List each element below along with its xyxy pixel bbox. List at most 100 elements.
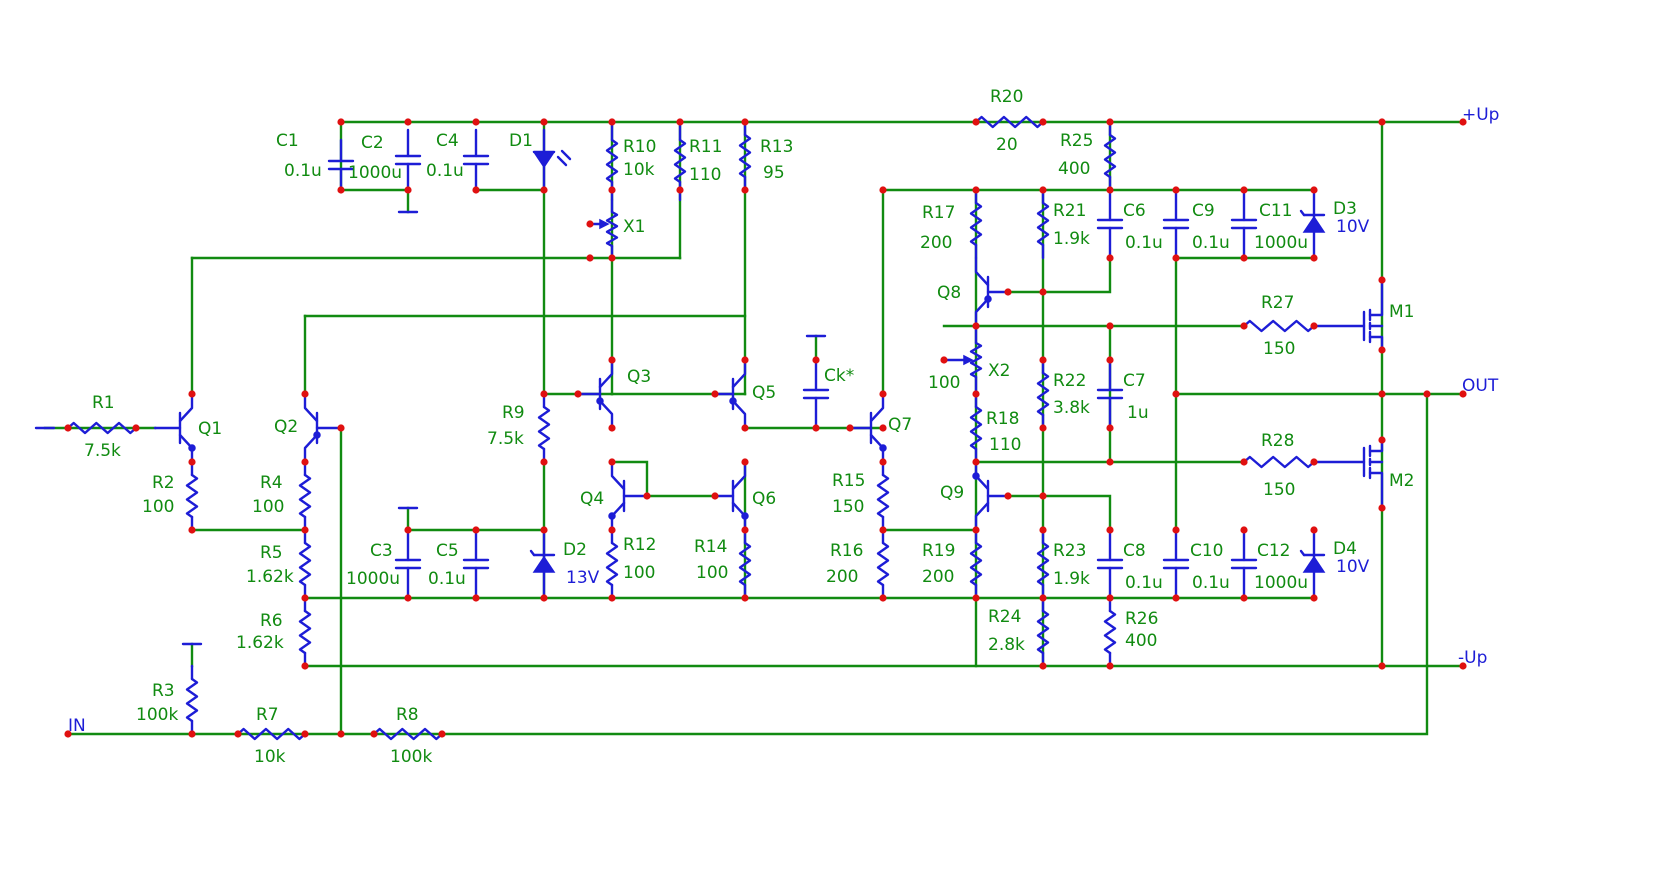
- junction-dot: [188, 526, 196, 534]
- junction-dot: [472, 186, 480, 194]
- label-x1: X1: [623, 217, 645, 237]
- resistor-r15: [876, 460, 890, 532]
- label-r10: R10: [623, 137, 656, 157]
- junction-dot: [1378, 118, 1386, 126]
- resistor-r18: [969, 392, 983, 464]
- junction-dot: [404, 118, 412, 126]
- junction-dot: [1039, 492, 1047, 500]
- transistor-q8: [974, 256, 1010, 328]
- junction-dot: [1039, 288, 1047, 296]
- label-q8: Q8: [937, 283, 961, 303]
- value-r13: 95: [763, 163, 785, 183]
- junction-dot: [972, 594, 980, 602]
- junction-dot: [1004, 492, 1012, 500]
- junction-dot: [188, 390, 196, 398]
- junction-dot: [1310, 186, 1318, 194]
- junction-dot: [1106, 186, 1114, 194]
- junction-dot: [1039, 186, 1047, 194]
- value-c12: 1000u: [1254, 573, 1308, 593]
- capacitor-c9: [1162, 188, 1190, 260]
- label-c1: C1: [276, 131, 299, 151]
- label-r8: R8: [396, 705, 419, 725]
- junction-dot: [711, 390, 719, 398]
- value-r17: 200: [920, 233, 952, 253]
- value-c3: 1000u: [346, 569, 400, 589]
- value-r2: 100: [142, 497, 174, 517]
- resistor-r6: [298, 596, 312, 668]
- junctions: [64, 118, 1467, 738]
- value-r25: 400: [1058, 159, 1090, 179]
- value-r4: 100: [252, 497, 284, 517]
- junction-dot: [370, 730, 378, 738]
- value-r6: 1.62k: [236, 633, 284, 653]
- label-x2: X2: [988, 361, 1010, 381]
- junction-dot: [608, 424, 616, 432]
- junction-dot: [472, 594, 480, 602]
- junction-dot: [1106, 356, 1114, 364]
- junction-dot: [608, 458, 616, 466]
- junction-dot: [1310, 458, 1318, 466]
- junction-dot: [64, 730, 72, 738]
- junction-dot: [812, 356, 820, 364]
- value-r22: 3.8k: [1053, 398, 1090, 418]
- junction-dot: [741, 594, 749, 602]
- junction-dot: [1172, 526, 1180, 534]
- junction-dot: [608, 186, 616, 194]
- junction-dot: [301, 594, 309, 602]
- value-r12: 100: [623, 563, 655, 583]
- label-q6: Q6: [752, 489, 776, 509]
- junction-dot: [608, 254, 616, 262]
- label-r15: R15: [832, 471, 865, 491]
- value-c9: 0.1u: [1192, 233, 1230, 253]
- potentiometer-x1: [588, 198, 619, 260]
- junction-dot: [972, 526, 980, 534]
- junction-dot: [540, 594, 548, 602]
- junction-dot: [301, 730, 309, 738]
- junction-dot: [608, 118, 616, 126]
- junction-dot: [337, 730, 345, 738]
- label-r11: R11: [689, 137, 722, 157]
- zener-d4: [1299, 528, 1326, 600]
- label-r22: R22: [1053, 371, 1086, 391]
- label-d3: D3: [1333, 199, 1357, 219]
- label-r9: R9: [502, 403, 525, 423]
- resistor-r5: [298, 528, 312, 600]
- label-r14: R14: [694, 537, 727, 557]
- wire: [1006, 494, 1112, 532]
- resistor-r8: [372, 727, 444, 741]
- capacitor-ck: [802, 358, 830, 430]
- wire: [1006, 256, 1112, 294]
- junction-dot: [1106, 458, 1114, 466]
- junction-dot: [1039, 356, 1047, 364]
- resistor-r24: [1036, 596, 1050, 668]
- junction-dot: [1106, 526, 1114, 534]
- junction-dot: [337, 424, 345, 432]
- junction-dot: [337, 186, 345, 194]
- junction-dot: [1106, 322, 1114, 330]
- label-r26: R26: [1125, 609, 1158, 629]
- junction-dot: [1240, 254, 1248, 262]
- label-c2: C2: [361, 133, 384, 153]
- junction-dot: [1310, 254, 1318, 262]
- junction-dot: [301, 458, 309, 466]
- junction-dot: [846, 424, 854, 432]
- junction-dot: [301, 526, 309, 534]
- label-r16: R16: [830, 541, 863, 561]
- value-r18: 110: [989, 435, 1021, 455]
- value-x2: 100: [928, 373, 960, 393]
- resistor-r4: [298, 460, 312, 532]
- label-r24: R24: [988, 607, 1021, 627]
- junction-dot: [1423, 390, 1431, 398]
- junction-dot: [586, 220, 594, 228]
- junction-dot: [1240, 186, 1248, 194]
- capacitor-c8: [1096, 528, 1124, 600]
- junction-dot: [741, 356, 749, 364]
- components: [34, 115, 1384, 741]
- label-r6: R6: [260, 611, 283, 631]
- junction-dot: [1106, 254, 1114, 262]
- junction-dot: [608, 594, 616, 602]
- resistor-r12: [605, 528, 619, 600]
- junction-dot: [1240, 526, 1248, 534]
- junction-dot: [1310, 594, 1318, 602]
- resistor-r2: [185, 460, 199, 532]
